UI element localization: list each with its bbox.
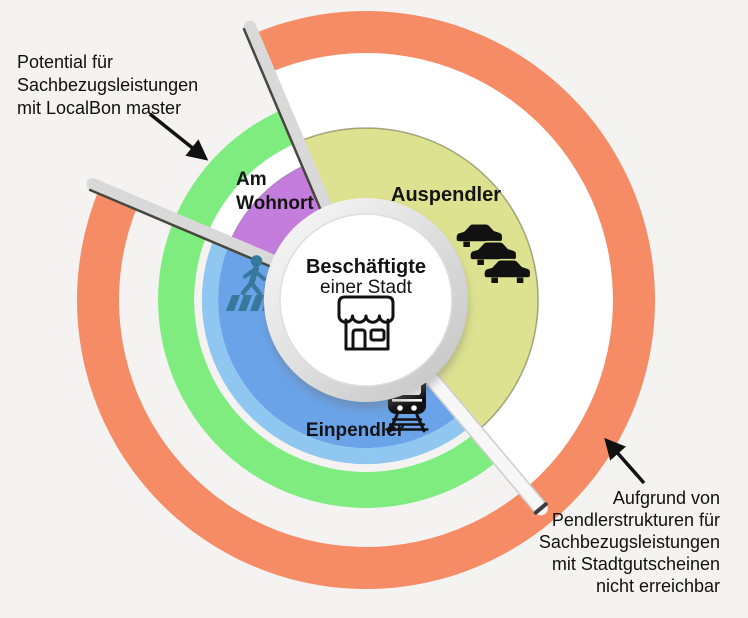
divider-spokes bbox=[86, 20, 548, 516]
annotation-line: Potential für bbox=[17, 52, 114, 72]
store-icon bbox=[337, 295, 395, 351]
center-subtitle: einer Stadt bbox=[320, 277, 412, 298]
annotation-line: nicht erreichbar bbox=[595, 576, 720, 596]
annotation-line: Pendlerstrukturen für bbox=[551, 510, 720, 530]
right-annotation-arrow bbox=[604, 437, 646, 485]
center-label: Beschäftigte einer Stadt bbox=[296, 256, 436, 298]
annotation-line: mit LocalBon master bbox=[17, 98, 182, 118]
am-wohnort-line1: Am bbox=[236, 169, 267, 190]
annotation-line: Aufgrund von bbox=[612, 488, 720, 508]
center-hub bbox=[264, 198, 469, 409]
center-title: Beschäftigte bbox=[305, 256, 427, 278]
localbon-ring bbox=[158, 108, 500, 508]
sector-einpendler-outer-band bbox=[201, 235, 472, 465]
am-wohnort-line2: Wohnort bbox=[236, 193, 314, 214]
annotation-line: Sachbezugsleistungen bbox=[17, 75, 199, 95]
left-annotation-arrow bbox=[148, 112, 209, 161]
am-wohnort-label: Am Wohnort bbox=[236, 168, 314, 216]
auspendler-label: Auspendler bbox=[391, 184, 502, 206]
einpendler-label: Einpendler bbox=[305, 420, 405, 441]
annotation-line: mit Stadtgutscheinen bbox=[551, 554, 720, 574]
annotation-line: Sachbezugsleistungen bbox=[538, 532, 720, 552]
left-annotation: Potential für Sachbezugsleistungen mit L… bbox=[17, 51, 198, 120]
right-annotation: Aufgrund von Pendlerstrukturen für Sachb… bbox=[430, 487, 720, 597]
annotation-arrows bbox=[148, 112, 646, 485]
